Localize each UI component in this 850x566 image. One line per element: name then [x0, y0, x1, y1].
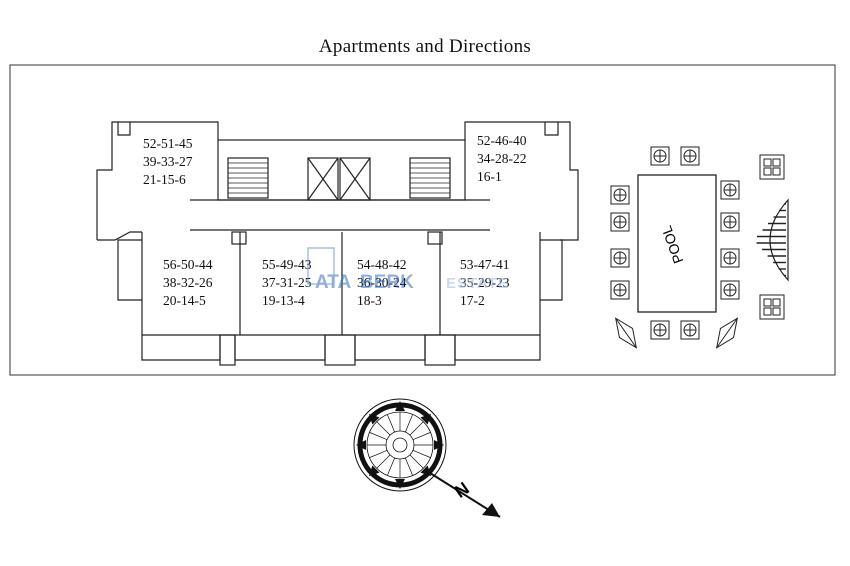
- unit-6-line-2: 35-29-23: [460, 275, 510, 290]
- page-title: Apartments and Directions: [318, 36, 532, 57]
- unit-5-line-1: 54-48-42: [357, 257, 407, 272]
- sun-loungers: [610, 146, 740, 340]
- watermark-logo: ATA BERK ESTATE: [307, 247, 509, 293]
- plan-frame: [9, 64, 836, 376]
- lounger-icon: [610, 212, 630, 232]
- watermark-brand-left: ATA: [315, 272, 352, 293]
- compass-tick: [409, 454, 424, 469]
- compass-rose-icon: N: [353, 398, 501, 518]
- compass-arrow: [395, 479, 405, 489]
- unit-1-line-3: 21-15-6: [143, 172, 186, 187]
- lounger-icon: [680, 320, 700, 340]
- lounger-icon: [720, 280, 740, 300]
- unit-labels: 52-51-45 39-33-27 21-15-6 52-46-40 34-28…: [143, 133, 527, 308]
- lounger-icon: [680, 146, 700, 166]
- compass-tick: [376, 454, 391, 469]
- compass-tick: [387, 457, 395, 476]
- compass-arrow: [356, 440, 366, 450]
- pool: [637, 174, 717, 313]
- compass-tick: [405, 414, 413, 433]
- compass-tick: [405, 457, 413, 476]
- compass-tick: [369, 450, 388, 458]
- lounger-icon: [720, 180, 740, 200]
- unit-2-line-1: 52-46-40: [477, 133, 527, 148]
- watermark-brand-right: BERK: [360, 272, 414, 293]
- umbrella-left-icon: [614, 317, 638, 349]
- unit-3-line-3: 20-14-5: [163, 293, 206, 308]
- compass-tick: [369, 432, 388, 440]
- compass-tick: [412, 432, 431, 440]
- watermark-suffix: ESTATE: [446, 275, 509, 292]
- lounger-icon: [720, 212, 740, 232]
- compass-tick: [376, 421, 391, 436]
- lounger-icon: [610, 280, 630, 300]
- fixture-top-icon: [759, 154, 785, 180]
- unit-1-line-1: 52-51-45: [143, 136, 193, 151]
- unit-5-line-2: 36-30-24: [357, 275, 407, 290]
- unit-3-line-2: 38-32-26: [163, 275, 213, 290]
- umbrella-right-icon: [715, 317, 739, 349]
- unit-6-line-3: 17-2: [460, 293, 485, 308]
- compass-tick: [412, 450, 431, 458]
- stair-treads: [228, 162, 450, 194]
- unit-2-line-2: 34-28-22: [477, 151, 527, 166]
- pool-label: POOL: [658, 223, 686, 265]
- lounger-icon: [610, 185, 630, 205]
- compass-tick: [387, 414, 395, 433]
- unit-4-line-2: 37-31-25: [262, 275, 312, 290]
- compass-arrow: [395, 401, 405, 411]
- lounger-icon: [720, 248, 740, 268]
- compass-arrow: [434, 440, 444, 450]
- unit-1-line-2: 39-33-27: [143, 154, 193, 169]
- lounger-icon: [650, 320, 670, 340]
- lounger-icon: [610, 248, 630, 268]
- unit-6-line-1: 53-47-41: [460, 257, 510, 272]
- unit-4-line-1: 55-49-43: [262, 257, 312, 272]
- curved-bench-icon: [756, 198, 789, 282]
- unit-2-line-3: 16-1: [477, 169, 502, 184]
- compass-tick: [409, 421, 424, 436]
- unit-3-line-1: 56-50-44: [163, 257, 213, 272]
- unit-5-line-3: 18-3: [357, 293, 382, 308]
- fixture-bottom-icon: [759, 294, 785, 320]
- lounger-icon: [650, 146, 670, 166]
- unit-4-line-3: 19-13-4: [262, 293, 305, 308]
- north-arrow-icon: [482, 503, 500, 517]
- pool-area: POOL: [610, 146, 789, 349]
